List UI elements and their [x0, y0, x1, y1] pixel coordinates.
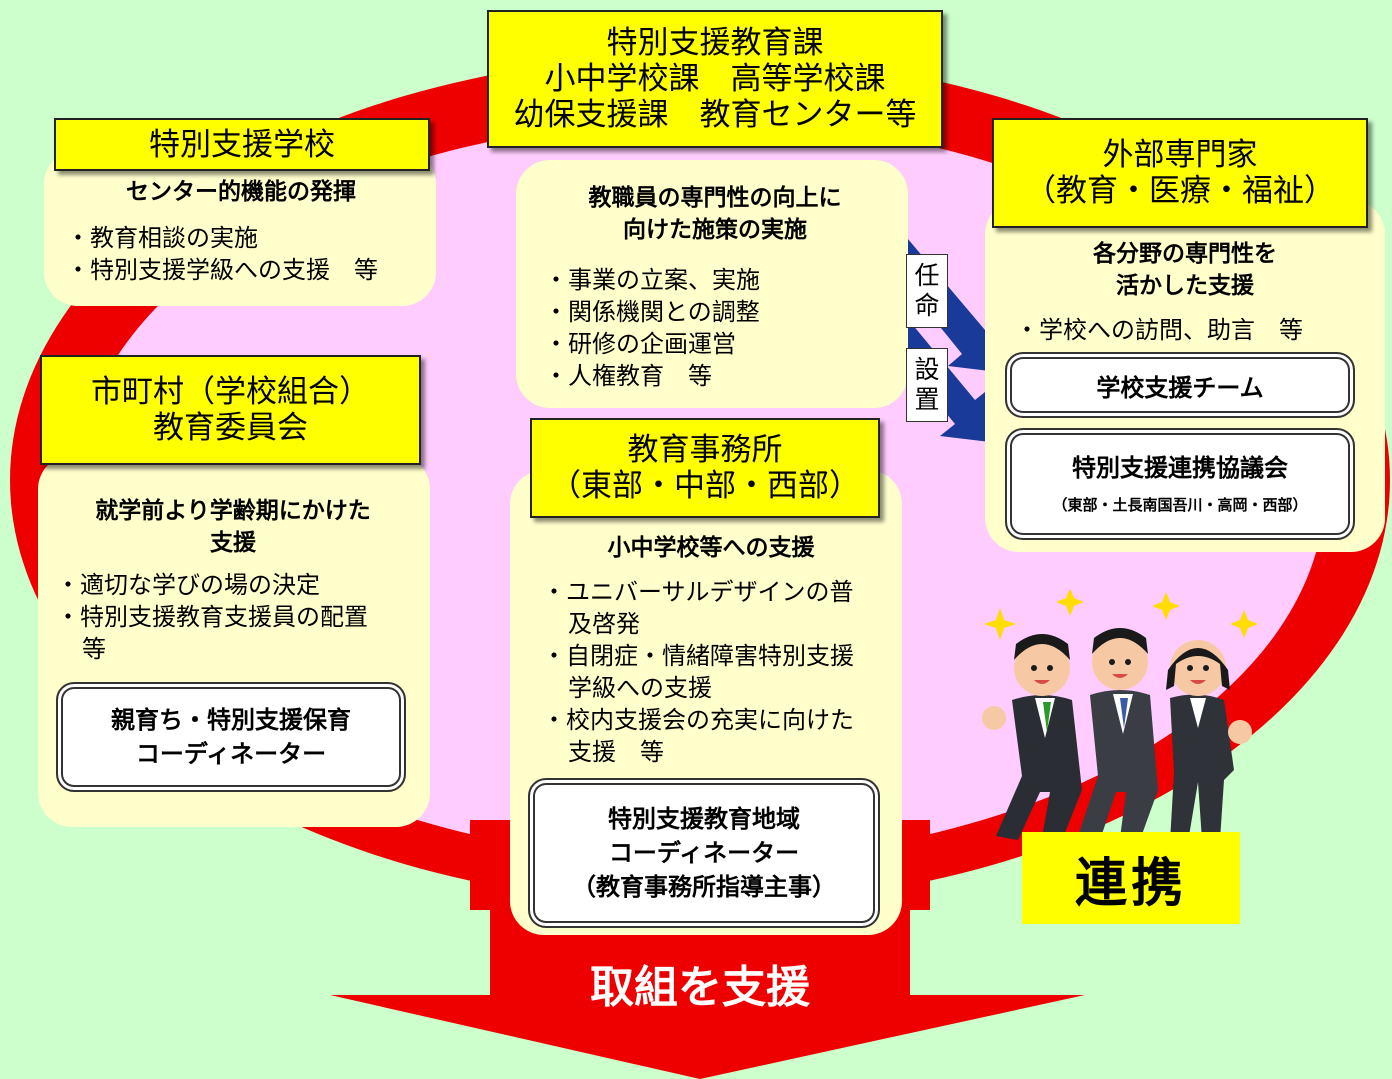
- center-title-box: 特別支援教育課 小中学校課 高等学校課 幼保支援課 教育センター等: [487, 10, 943, 148]
- list-item: ・自閉症・情緒障害特別支援学級への支援: [542, 642, 854, 702]
- support-arrow: [330, 900, 1085, 1079]
- expert-bullet: ・学校への訪問、助言 等: [1001, 314, 1369, 346]
- municipal-heading-line: 就学前より学齢期にかけた: [95, 498, 371, 524]
- list-item: ・ユニバーサルデザインの普及啓発: [542, 578, 854, 638]
- team-label: 学校支援チーム: [1096, 373, 1264, 402]
- businesspeople-illustration: [982, 590, 1258, 842]
- cooperation-label: 連携: [1074, 853, 1187, 914]
- center-heading-line: 教職員の専門性の向上に: [588, 185, 842, 211]
- office-title-line: 教育事務所: [627, 432, 783, 468]
- list-item: ・特別支援学級への支援 等: [66, 256, 378, 284]
- school-title: 特別支援学校: [149, 126, 335, 163]
- municipal-title-box: 市町村（学校組合） 教育委員会: [40, 355, 421, 465]
- list-item: ・人権教育 等: [544, 362, 712, 390]
- support-label: 取組を支援: [590, 962, 810, 1013]
- list-item: ・適切な学びの場の決定: [56, 571, 320, 599]
- office-coordinator-box: 特別支援教育地域 コーディネーター （教育事務所指導主事）: [528, 778, 880, 928]
- council-label: 特別支援連携協議会: [1072, 454, 1288, 482]
- expert-heading: 各分野の専門性を 活かした支援: [1001, 238, 1369, 302]
- coordinator-line: 特別支援教育地域: [608, 805, 800, 833]
- appoint-label: 任 命: [906, 254, 948, 328]
- municipal-bullets: ・適切な学びの場の決定 ・特別支援教育支援員の配置等: [56, 569, 386, 665]
- list-item: ・校内支援会の充実に向けた支援 等: [542, 706, 854, 766]
- expert-heading-line: 活かした支援: [1116, 273, 1254, 299]
- list-item: ・研修の企画運営: [544, 330, 736, 358]
- list-item: ・関係機関との調整: [544, 298, 760, 326]
- center-heading: 教職員の専門性の向上に 向けた施策の実施: [544, 182, 886, 246]
- coordinator-line: （教育事務所指導主事）: [572, 873, 836, 901]
- appoint-char: 命: [914, 291, 940, 320]
- school-bullets: ・教育相談の実施 ・特別支援学級への支援 等: [66, 222, 416, 286]
- expert-title-box: 外部専門家 （教育・医療・福祉）: [992, 118, 1368, 228]
- office-title-line: （東部・中部・西部）: [550, 468, 860, 504]
- center-title-line: 特別支援教育課: [606, 25, 824, 61]
- expert-title-line: 外部専門家: [1102, 137, 1258, 173]
- expert-title-line: （教育・医療・福祉）: [1025, 173, 1335, 209]
- council-sub-label: （東部・土長南国吾川・高岡・西部）: [1052, 496, 1308, 514]
- office-title-box: 教育事務所 （東部・中部・西部）: [530, 418, 880, 518]
- center-card: 教職員の専門性の向上に 向けた施策の実施 ・事業の立案、実施 ・関係機関との調整…: [516, 160, 908, 408]
- municipal-heading: 就学前より学齢期にかけた 支援: [56, 495, 410, 559]
- coordinator-line: 親育ち・特別支援保育: [111, 706, 351, 734]
- establish-char: 置: [914, 385, 940, 414]
- center-title-line: 小中学校課 高等学校課: [544, 61, 886, 97]
- list-item: ・学校への訪問、助言 等: [1015, 316, 1303, 344]
- support-council-box: 特別支援連携協議会 （東部・土長南国吾川・高岡・西部）: [1005, 428, 1355, 540]
- school-title-box: 特別支援学校: [54, 118, 430, 171]
- cooperation-box: 連携: [1022, 832, 1240, 924]
- school-card: センター的機能の発揮 ・教育相談の実施 ・特別支援学級への支援 等: [44, 150, 436, 306]
- municipal-coordinator-box: 親育ち・特別支援保育 コーディネーター: [56, 682, 406, 792]
- list-item: ・教育相談の実施: [66, 224, 258, 252]
- center-bullets: ・事業の立案、実施 ・関係機関との調整 ・研修の企画運営 ・人権教育 等: [544, 264, 886, 392]
- school-heading: センター的機能の発揮: [126, 179, 356, 205]
- list-item: ・事業の立案、実施: [544, 266, 760, 294]
- office-heading: 小中学校等への支援: [607, 535, 815, 561]
- municipal-title-line: 市町村（学校組合）: [91, 374, 370, 410]
- school-support-team-box: 学校支援チーム: [1005, 352, 1355, 418]
- establish-char: 設: [914, 355, 940, 384]
- list-item: ・特別支援教育支援員の配置等: [56, 603, 368, 663]
- municipal-heading-line: 支援: [210, 530, 256, 556]
- municipal-title-line: 教育委員会: [153, 410, 308, 446]
- coordinator-line: コーディネーター: [608, 839, 800, 867]
- coordinator-line: コーディネーター: [135, 740, 327, 768]
- center-title-line: 幼保支援課 教育センター等: [513, 97, 917, 133]
- establish-label: 設 置: [906, 348, 948, 422]
- appoint-char: 任: [914, 261, 940, 290]
- expert-heading-line: 各分野の専門性を: [1093, 241, 1277, 267]
- center-heading-line: 向けた施策の実施: [623, 217, 807, 243]
- office-bullets: ・ユニバーサルデザインの普及啓発 ・自閉症・情緒障害特別支援学級への支援 ・校内…: [542, 576, 862, 768]
